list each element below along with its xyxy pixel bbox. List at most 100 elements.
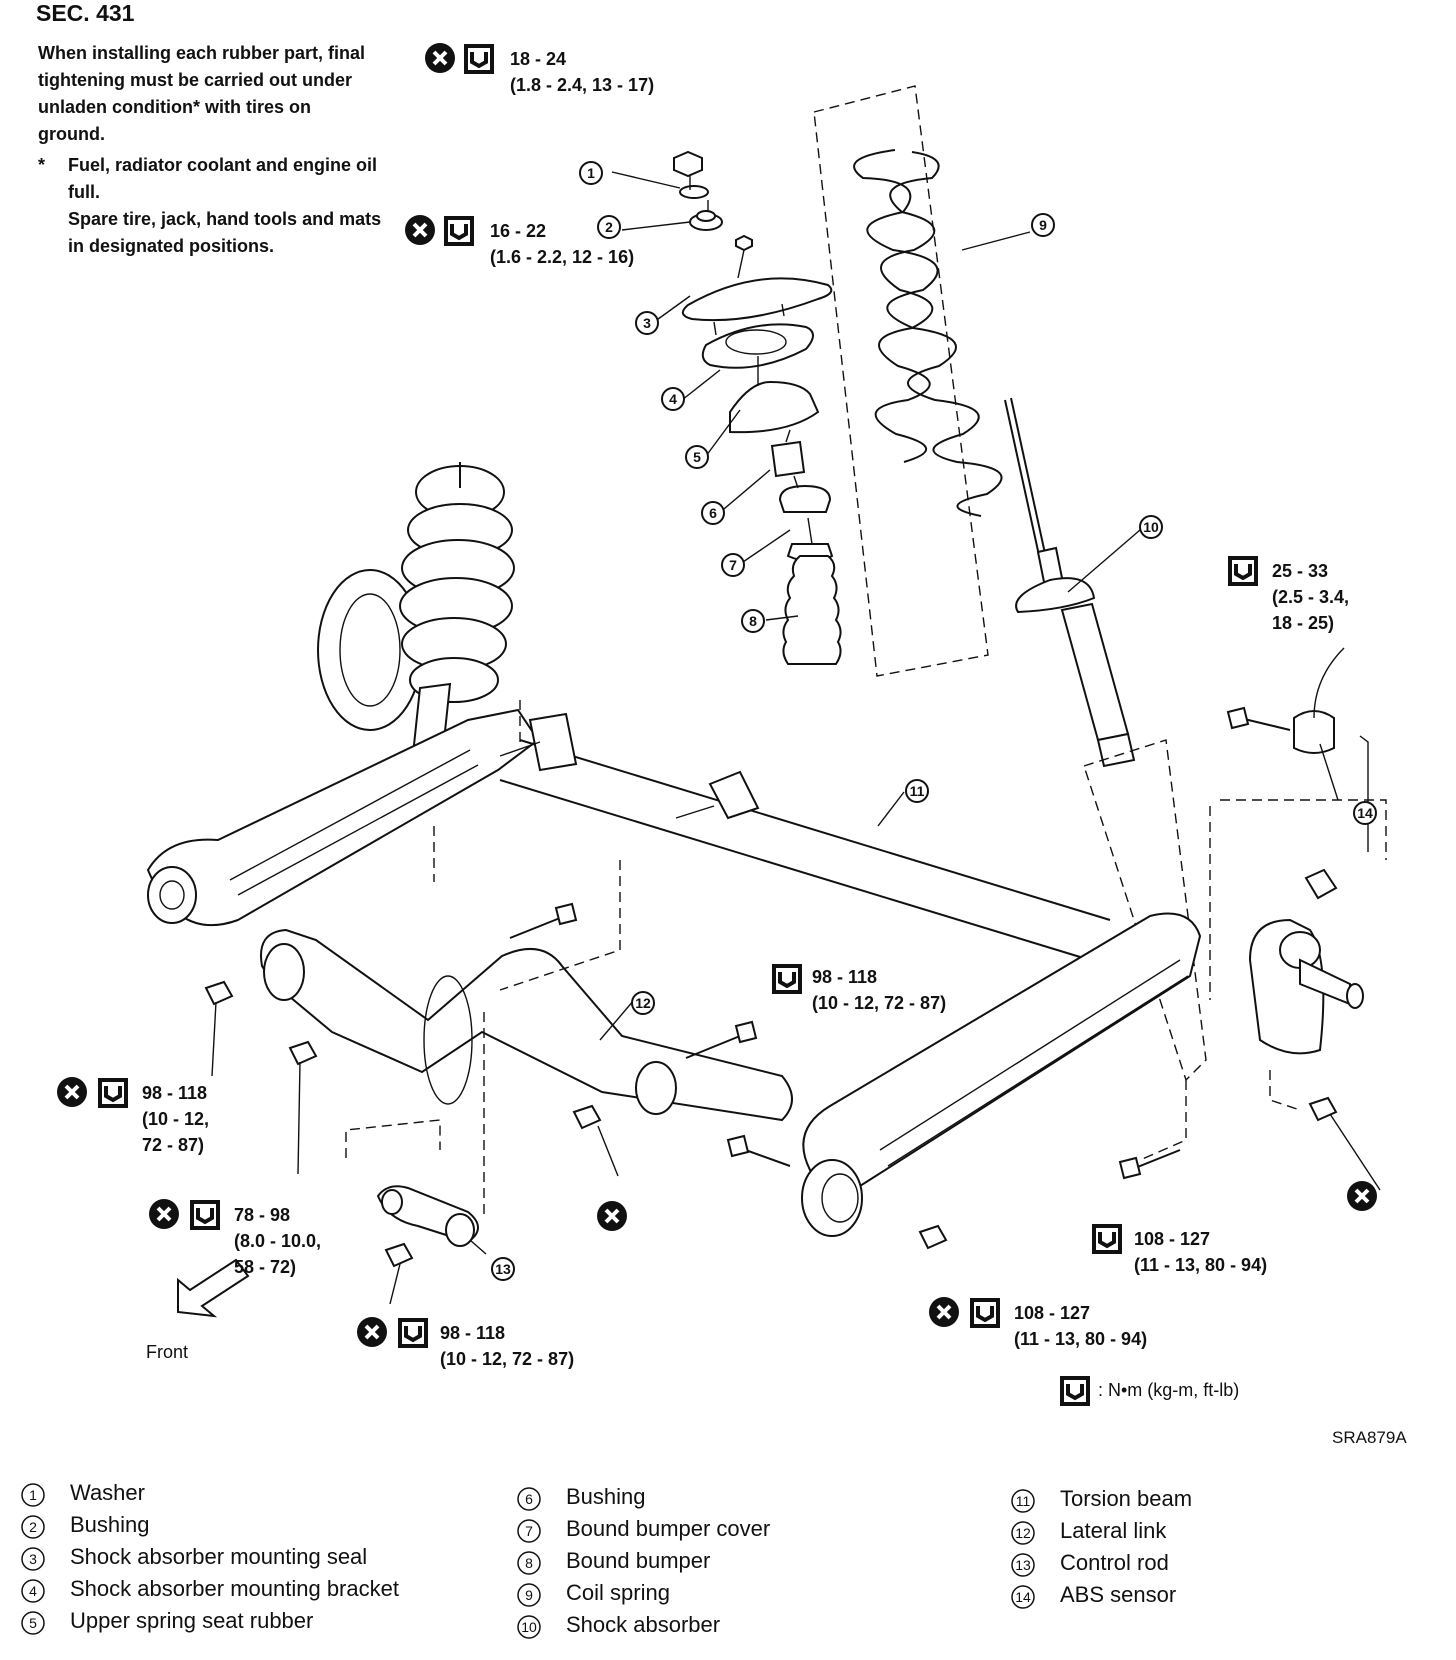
svg-text:11: 11 [910,783,925,799]
front-label: Front [146,1342,189,1362]
svg-text:5: 5 [29,1615,37,1631]
torque-wrench-icon [772,964,802,994]
lateral-link-drawing [260,928,793,1122]
installation-note: When installing each rubber part, final … [38,43,366,144]
shock-absorber-drawing [1004,397,1207,1082]
svg-text:12: 12 [1015,1525,1031,1541]
units-text: : N•m (kg-m, ft-lb) [1098,1380,1240,1400]
svg-text:13: 13 [495,1261,511,1277]
torque-wrench-icon [190,1200,220,1230]
svg-text:7: 7 [729,557,737,573]
legend-label: Shock absorber mounting seal [70,1544,368,1569]
non-reusable-part-icon [597,1201,627,1231]
torque-value-range: 78 - 98 [234,1205,291,1225]
torque-wrench-icon [1228,556,1258,586]
legend-number: 12 [1011,1521,1035,1545]
svg-text:8: 8 [525,1555,533,1571]
legend-label: ABS sensor [1060,1582,1177,1607]
torque-value-range: 98 - 118 [142,1083,208,1103]
legend-number: 8 [517,1551,541,1575]
callout-13: 13 [491,1257,515,1281]
control-rod-drawing [345,1010,485,1247]
legend-label: Bound bumper cover [566,1516,771,1541]
front-direction-arrow-icon [177,1258,250,1318]
legend-number: 1 [21,1483,45,1507]
legend-number: 4 [21,1579,45,1603]
svg-text:1: 1 [29,1487,37,1503]
non-reusable-part-icon [1347,1181,1377,1211]
callout-1: 1 [579,161,603,185]
unladen-condition-note: * Fuel, radiator coolant and engine oil … [38,152,388,260]
legend-number: 9 [517,1583,541,1607]
legend-label: Shock absorber [566,1612,721,1637]
axle-hub [1248,868,1364,1055]
torque-wrench-icon [1092,1224,1122,1254]
legend-label: Bushing [70,1512,150,1537]
torque-value-range: 98 - 118 [440,1323,506,1343]
torque-value-conversion: (1.6 - 2.2, 12 - 16) [490,247,635,267]
torque-value-range: 16 - 22 [490,221,547,241]
torque-value-range: 18 - 24 [510,49,567,69]
condition-equipment: Spare tire, jack, hand tools and mats in… [68,209,382,256]
torque-value-conversion: (11 - 13, 80 - 94) [1134,1255,1268,1275]
legend-number: 3 [21,1547,45,1571]
torque-value-conversion: (10 - 12, [142,1109,210,1129]
callout-3: 3 [635,311,659,335]
svg-text:3: 3 [643,315,651,331]
svg-text:1: 1 [587,165,595,181]
torque-wrench-icon [98,1078,128,1108]
callout-12: 12 [631,991,655,1015]
legend-number: 7 [517,1519,541,1543]
non-reusable-part-icon [425,43,455,73]
callout-9: 9 [1031,213,1055,237]
footnote-marker: * [38,155,46,175]
right-trailing-arm [801,912,1202,1237]
callout-leader-lines [469,171,1339,1255]
svg-text:10: 10 [1143,519,1159,535]
torque-value-conversion-cont: 18 - 25) [1272,613,1335,633]
torque-wrench-icon [398,1318,428,1348]
legend-label: Shock absorber mounting bracket [70,1576,399,1601]
torque-wrench-icon [970,1298,1000,1328]
legend-label: Coil spring [566,1580,670,1605]
legend-label: Bound bumper [566,1548,711,1573]
legend-number: 10 [517,1615,541,1639]
legend-number: 11 [1011,1489,1035,1513]
torque-value-range: 108 - 127 [1134,1229,1211,1249]
svg-text:7: 7 [525,1523,533,1539]
torsion-beam-drawing [499,712,1111,961]
svg-text:6: 6 [525,1491,533,1507]
non-reusable-part-icon [405,215,435,245]
svg-text:14: 14 [1357,805,1373,821]
callout-14: 14 [1353,801,1377,825]
torque-value-conversion: (10 - 12, 72 - 87) [440,1349,575,1369]
svg-text:2: 2 [605,219,613,235]
svg-text:8: 8 [749,613,757,629]
non-reusable-part-icon [929,1297,959,1327]
callout-6: 6 [701,501,725,525]
svg-text:10: 10 [521,1619,537,1635]
coil-spring-assembly [813,85,1003,677]
condition-fluids: Fuel, radiator coolant and engine oil fu… [68,155,378,202]
callout-4: 4 [661,387,685,411]
left-trailing-arm [146,708,540,927]
section-number: SEC. 431 [36,0,135,26]
callout-7: 7 [721,553,745,577]
callout-5: 5 [685,445,709,469]
torque-value-conversion: (1.8 - 2.4, 13 - 17) [510,75,655,95]
torque-value-conversion-cont: 72 - 87) [142,1135,205,1155]
callout-8: 8 [741,609,765,633]
svg-text:5: 5 [693,449,701,465]
svg-text:4: 4 [669,391,677,407]
svg-text:9: 9 [525,1587,533,1603]
callout-11: 11 [905,779,929,803]
svg-text:9: 9 [1039,217,1047,233]
torque-value-range: 108 - 127 [1014,1303,1091,1323]
legend-number: 13 [1011,1553,1035,1577]
non-reusable-part-icon [357,1317,387,1347]
torque-value-range: 98 - 118 [812,967,878,987]
svg-text:13: 13 [1015,1557,1031,1573]
torque-value-conversion: (2.5 - 3.4, [1272,587,1350,607]
callout-10: 10 [1139,515,1163,539]
torque-wrench-icon [444,216,474,246]
